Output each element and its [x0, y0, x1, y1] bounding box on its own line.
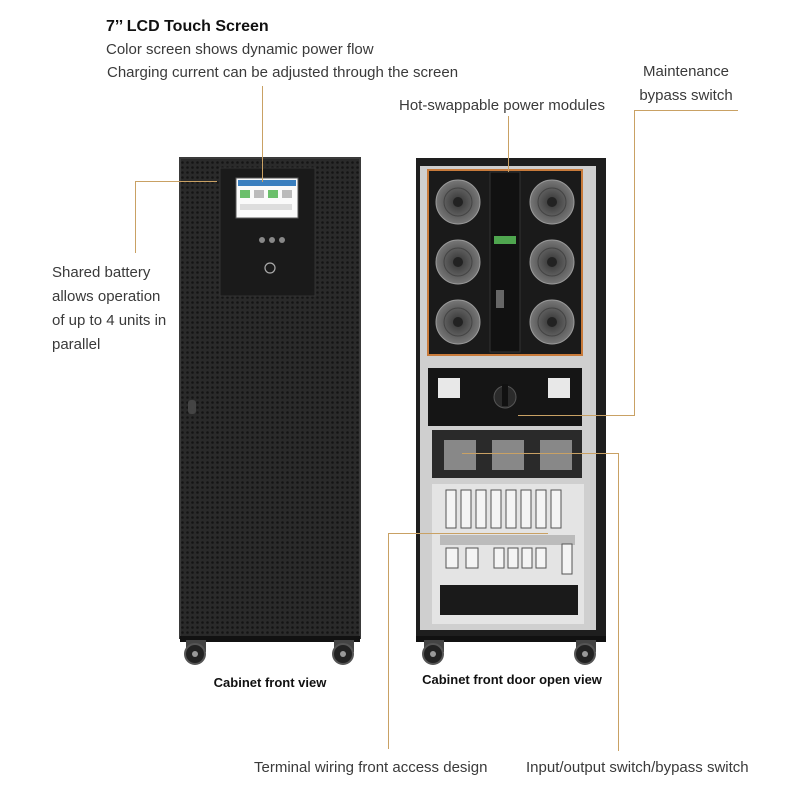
bypass-label-1: Maintenance: [643, 63, 729, 80]
io-leader-line-h: [462, 453, 618, 454]
battery-label-4: parallel: [52, 336, 101, 353]
bypass-leader-line-h: [634, 110, 738, 111]
battery-leader-line-v: [135, 181, 136, 253]
bypass-label-2: bypass switch: [639, 87, 733, 104]
terminal-label: Terminal wiring front access design: [254, 759, 488, 776]
lcd-desc-2: Charging current can be adjusted through…: [107, 64, 459, 81]
front-view-caption: Cabinet front view: [213, 675, 327, 690]
lcd-leader-line: [262, 86, 263, 182]
lcd-desc-1: Color screen shows dynamic power flow: [106, 41, 374, 58]
bypass-leader-line-h2: [518, 415, 635, 416]
battery-label-2: allows operation: [52, 288, 161, 305]
io-switch-label: Input/output switch/bypass switch: [526, 759, 749, 776]
battery-label-1: Shared battery: [52, 264, 151, 281]
terminal-leader-line-v: [388, 533, 389, 749]
cabinet-front: [179, 157, 361, 665]
battery-leader-line-h: [135, 181, 217, 182]
terminal-leader-line-h: [388, 533, 548, 534]
io-leader-line-v: [618, 453, 619, 751]
cabinet-open: [416, 158, 606, 665]
battery-label-3: of up to 4 units in: [52, 312, 167, 329]
modules-leader-line: [508, 116, 509, 172]
bypass-leader-line-v: [634, 110, 635, 415]
modules-label: Hot-swappable power modules: [399, 97, 605, 114]
open-view-caption: Cabinet front door open view: [422, 672, 602, 687]
lcd-title: 7’’ LCD Touch Screen: [106, 18, 269, 35]
